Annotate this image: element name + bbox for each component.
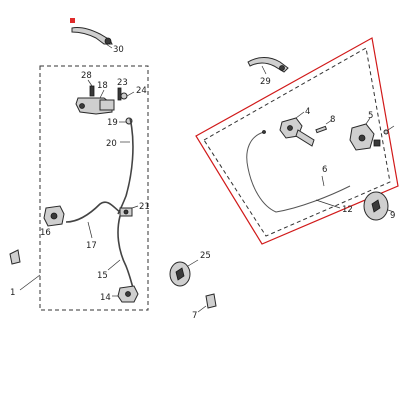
part-14-rear-caliper[interactable] — [112, 285, 139, 303]
callout-16: 16 — [40, 228, 51, 238]
part-5-switch-housing[interactable] — [349, 117, 375, 151]
part-20-brake-hose[interactable] — [117, 117, 134, 215]
part-6-cable[interactable] — [246, 130, 351, 213]
left-bracket[interactable] — [9, 249, 21, 265]
callout-28: 28 — [81, 71, 92, 81]
callout-1: 1 — [10, 288, 15, 298]
callout-12: 12 — [342, 205, 353, 215]
part-7-bracket[interactable] — [197, 293, 217, 313]
callout-30: 30 — [113, 45, 124, 55]
callout-23: 23 — [117, 78, 128, 88]
callout-20: 20 — [106, 139, 117, 149]
part-8-bolt[interactable] — [315, 119, 333, 134]
small-screw[interactable] — [383, 125, 395, 135]
part-24-fitting[interactable] — [120, 91, 135, 100]
part-29-lever[interactable] — [247, 57, 289, 75]
callout-9: 9 — [390, 211, 395, 221]
part-17-brake-line[interactable] — [65, 201, 121, 239]
part-21-junction[interactable] — [119, 205, 139, 217]
part-9-disc[interactable] — [363, 191, 395, 221]
callout-18: 18 — [97, 81, 108, 91]
callout-7: 7 — [192, 311, 197, 321]
callout-5: 5 — [368, 111, 373, 121]
part-16-caliper[interactable] — [43, 205, 65, 227]
callout-15: 15 — [97, 271, 108, 281]
callout-19: 19 — [107, 118, 118, 128]
callout-24: 24 — [136, 86, 147, 96]
part-28-cap[interactable] — [89, 85, 95, 97]
part-15-brake-line[interactable] — [107, 215, 135, 293]
part-25-disc[interactable] — [169, 259, 199, 287]
small-clip[interactable] — [373, 139, 381, 147]
callout-29: 29 — [260, 77, 271, 87]
right-assembly-highlight — [195, 37, 399, 245]
part-30-lever[interactable] — [70, 18, 113, 49]
frame-leader — [19, 274, 41, 291]
callout-25: 25 — [200, 251, 211, 261]
callout-21: 21 — [139, 202, 150, 212]
callout-4: 4 — [305, 107, 310, 117]
part-4-lever-assembly[interactable] — [279, 111, 315, 147]
part-23-bolt[interactable] — [117, 87, 122, 101]
part-18-master-cylinder[interactable] — [75, 97, 115, 115]
callout-17: 17 — [86, 241, 97, 251]
callout-14: 14 — [100, 293, 111, 303]
left-assembly-frame — [39, 65, 149, 311]
callout-6: 6 — [322, 165, 327, 175]
red-marker — [70, 18, 75, 23]
callout-8: 8 — [330, 115, 335, 125]
